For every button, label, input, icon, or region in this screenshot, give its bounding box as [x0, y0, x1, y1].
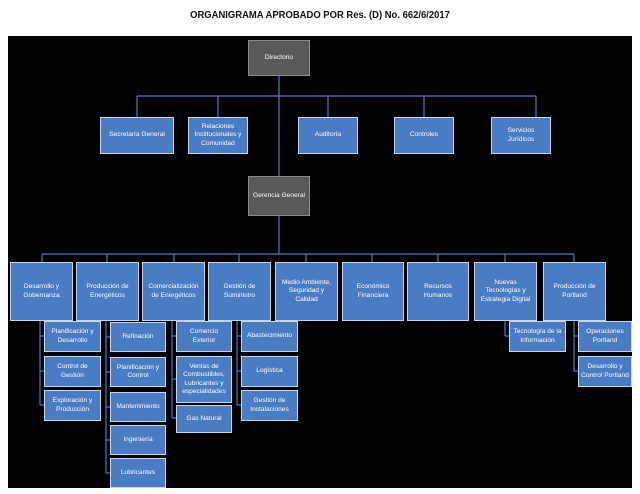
division-box-economico-financiera: Económico Financiera	[342, 262, 404, 321]
unit-box-desarrollo-control-portland: Desarrollo y Control Portland	[578, 356, 632, 387]
division-box-desarrollo-gobernanza: Desarrollo y Gobernanza	[10, 262, 73, 321]
unit-box-logistica: Logística	[241, 356, 298, 387]
staff-box-secretaria-general: Secretaría General	[100, 117, 174, 154]
staff-box-servicios-juridicos: Servicios Jurídicos	[491, 117, 551, 154]
directorio-box: Directorio	[248, 40, 310, 76]
unit-box-lubricantes: Lubricantes	[110, 458, 166, 488]
unit-box-gestion-instalaciones: Gestión de Instalaciones	[241, 390, 298, 421]
division-box-comercializacion-energeticos: Comercialización de Energéticos	[142, 262, 205, 321]
unit-box-operaciones-portland: Operaciones Portland	[578, 321, 632, 352]
org-chart: Directorio Secretaría General Relaciones…	[8, 36, 632, 488]
unit-box-comercio-exterior: Comercio Exterior	[176, 321, 232, 352]
gerencia-general-box: Gerencia General	[248, 176, 310, 216]
staff-box-auditoria: Auditoría	[298, 117, 358, 154]
unit-box-ventas-combustibles: Ventas de Combustibles, Lubricantes y es…	[176, 356, 232, 403]
chart-title: ORGANIGRAMA APROBADO POR Res. (D) No. 66…	[190, 9, 450, 21]
unit-box-refinacion: Refinación	[110, 322, 166, 352]
division-box-medio-ambiente: Medio Ambiente, Seguridad y Calidad	[275, 262, 338, 321]
unit-box-mantenimiento: Mantenimiento	[110, 392, 166, 422]
division-box-gestion-suministro: Gestión de Suministro	[208, 262, 271, 321]
unit-box-exploracion-produccion: Exploración y Producción	[44, 390, 101, 421]
division-box-produccion-energeticos: Producción de Energéticos	[76, 262, 139, 321]
unit-box-planificacion-desarrollo: Planificación y Desarrollo	[44, 321, 101, 352]
connector-lines	[39, 76, 578, 474]
unit-box-ingenieria: Ingeniería	[110, 425, 166, 455]
unit-box-gas-natural: Gas Natural	[176, 405, 232, 433]
division-box-produccion-portland: Producción de Portland	[543, 262, 606, 321]
division-box-recursos-humanos: Recursos Humanos	[407, 262, 469, 321]
staff-box-controles: Controles	[394, 117, 454, 154]
division-box-nuevas-tecnologias: Nuevas Tecnologías y Estrategia Digital	[474, 262, 537, 321]
unit-box-tecnologia-informacion: Tecnología de la Información	[509, 321, 566, 352]
staff-box-relaciones-institucionales: Relaciones Institucionales y Comunidad	[188, 117, 248, 154]
unit-box-control-gestion: Control de Gestión	[44, 356, 101, 387]
unit-box-abastecimiento: Abastecimiento	[241, 321, 298, 352]
unit-box-planificacion-control: Planificación y Control	[110, 357, 166, 387]
